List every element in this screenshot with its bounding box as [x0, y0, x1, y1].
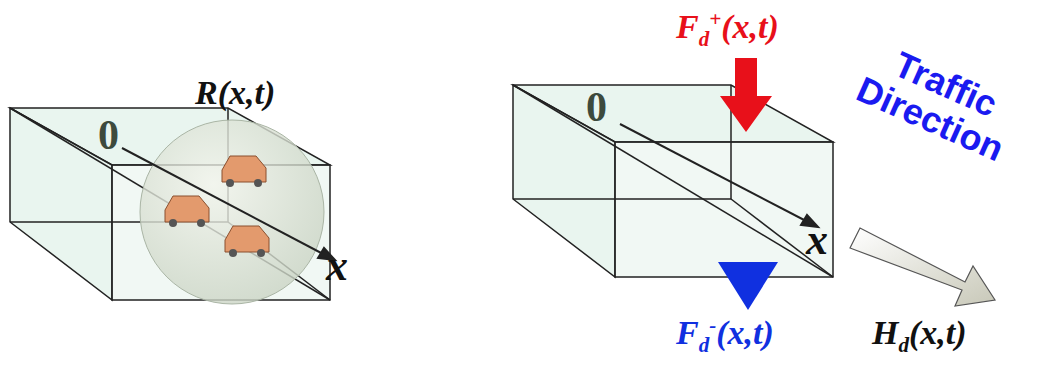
x-axis	[620, 124, 818, 227]
inflow-label: Fd+(x,t)	[676, 10, 779, 44]
axis-label: x	[806, 218, 828, 262]
inflow-arrow	[720, 58, 772, 132]
origin-label: 0	[98, 114, 119, 156]
traffic-direction-arrow	[850, 228, 995, 306]
axis-label: x	[326, 244, 348, 288]
road-section-box	[513, 85, 833, 277]
outflow-label: Fd-(x,t)	[676, 316, 774, 350]
outflow-arrow	[718, 262, 778, 310]
quantity-label: R(x,t)	[195, 76, 275, 110]
x-axis	[122, 148, 335, 260]
origin-label: 0	[586, 86, 607, 128]
direction-label: Traffic Direction	[836, 29, 1040, 175]
influence-sphere	[140, 120, 324, 304]
flow-label: Hd(x,t)	[872, 316, 967, 350]
cars	[165, 156, 269, 257]
